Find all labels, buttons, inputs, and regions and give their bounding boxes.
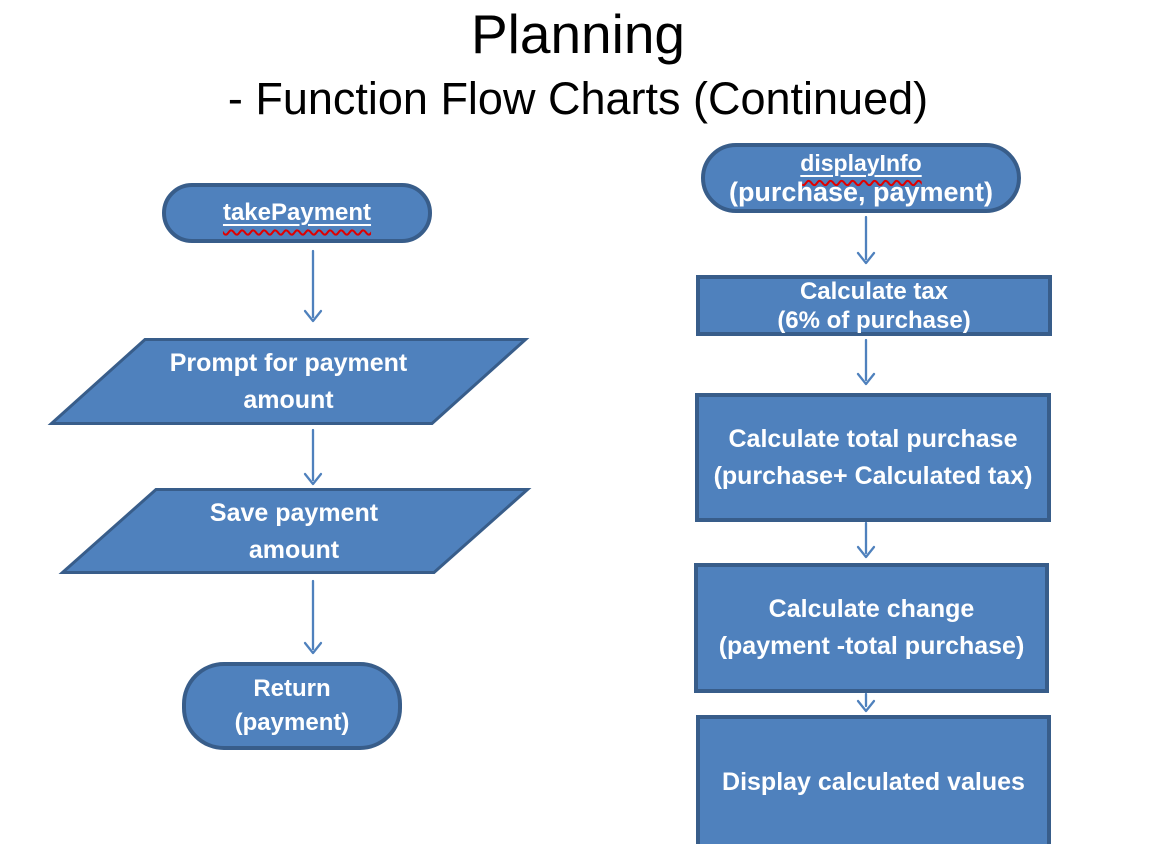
node-label: (payment) bbox=[234, 709, 350, 736]
io-parallelogram-prompt bbox=[47, 338, 530, 425]
node-label: amount bbox=[243, 386, 334, 414]
node-label: Calculate total purchase bbox=[728, 424, 1018, 453]
node-label: displayInfo bbox=[800, 149, 922, 176]
flow-arrow bbox=[303, 428, 323, 486]
process-node-calculate-total-purchase: Calculate total purchase (purchase+ Calc… bbox=[695, 393, 1051, 522]
slide-subtitle: - Function Flow Charts (Continued) bbox=[227, 73, 929, 124]
flow-arrow bbox=[856, 521, 876, 559]
process-node-calculate-tax: Calculate tax (6% of purchase) bbox=[696, 275, 1052, 336]
flow-arrow bbox=[856, 215, 876, 265]
node-label: Display calculated values bbox=[722, 768, 1025, 796]
node-label: Calculate change bbox=[768, 595, 975, 623]
node-label: Calculate tax bbox=[799, 277, 949, 305]
process-node-display-values: Display calculated values bbox=[696, 715, 1051, 844]
flow-arrow bbox=[856, 338, 876, 386]
io-parallelogram-save bbox=[58, 488, 532, 574]
node-label: (payment -total purchase) bbox=[718, 632, 1025, 660]
slide-title: Planning bbox=[470, 3, 686, 65]
terminator-node-displayinfo: displayInfo (purchase, payment) bbox=[701, 143, 1021, 213]
node-label: Return bbox=[253, 675, 331, 702]
node-label: takePayment bbox=[222, 199, 372, 226]
flow-arrow bbox=[303, 249, 323, 323]
flow-arrow bbox=[856, 692, 876, 713]
terminator-node-return: Return (payment) bbox=[182, 662, 402, 750]
terminator-node-takepayment: takePayment bbox=[162, 183, 432, 243]
node-label: Save payment bbox=[209, 498, 379, 527]
io-node-text: Save payment amount bbox=[61, 490, 527, 573]
process-node-calculate-change: Calculate change (payment -total purchas… bbox=[694, 563, 1049, 693]
node-label: amount bbox=[248, 535, 340, 564]
node-label: (purchase, payment) bbox=[728, 176, 994, 207]
node-label: Prompt for payment bbox=[169, 349, 408, 377]
flow-arrow bbox=[303, 579, 323, 655]
node-label: (6% of purchase) bbox=[777, 306, 971, 334]
io-node-text: Prompt for payment amount bbox=[50, 340, 527, 424]
node-label: (purchase+ Calculated tax) bbox=[713, 461, 1033, 490]
